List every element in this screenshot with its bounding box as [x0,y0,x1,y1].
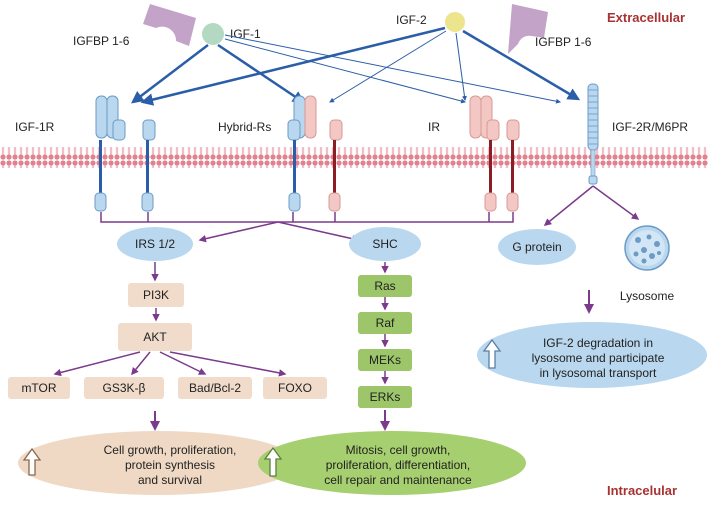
akt-node [118,323,192,351]
arrow-akt-to-foxo [169,351,287,377]
pi3k-node [128,283,184,307]
igf1r-receptor [94,95,156,212]
left-outcome-line-2: protein synthesis [125,458,215,472]
ir-receptor [469,95,520,212]
extracellular-label: Extracellular [607,10,685,25]
akt-label: AKT [143,330,167,344]
lysosome-icon [624,225,670,271]
arrow-bracket-to-irs [198,221,279,243]
left-outcome-up-arrow-icon [22,447,42,476]
intracellular-label: Intracelular [607,483,677,498]
igf2r-receptor [587,83,599,185]
meks-node [358,349,412,371]
igfbp-right-shape [508,4,548,54]
mtor-label: mTOR [21,381,56,395]
raf-label: Raf [376,316,395,330]
arrow-igf1-to-igf2r [224,34,561,104]
lysosome-label: Lysosome [620,289,675,303]
gs3k-label: GS3K-β [103,381,146,395]
igfbp-right-label: IGFBP 1-6 [535,35,592,49]
arrow-bracket-to-shc [277,221,360,243]
ras-node [358,275,412,297]
middle-outcome-up-arrow-icon [263,446,283,477]
hybrid-label: Hybrid-Rs [218,120,271,134]
gprotein-label: G protein [512,240,561,254]
mtor-node [8,377,70,399]
arrow-igf2-to-ir [455,32,467,101]
left-outcome-node [18,431,298,495]
arrow-igf2-to-igf2r [462,29,581,101]
middle-outcome-line-2: proliferation, differentiation, [326,458,471,472]
middle-outcome-line-3: cell repair and maintenance [324,473,472,487]
right-outcome-line-2: lysosome and participate [532,351,665,365]
right-outcome-line-1: IGF-2 degradation in [543,336,653,350]
erks-node [358,386,412,408]
right-outcome-node [477,322,707,388]
arrow-igf1-to-ir [224,38,466,104]
middle-outcome-node [258,431,526,495]
left-outcome-line-3: and survival [138,473,202,487]
erks-label: ERKs [370,390,401,404]
right-outcome-line-3: in lysosomal transport [540,366,657,380]
irs-node [117,227,193,261]
arrow-akt-to-bad [159,351,207,375]
shc-label: SHC [372,237,398,251]
igf2-ligand [445,12,465,32]
igf1-ligand [202,23,224,45]
left-outcome-line-1: Cell growth, proliferation, [104,443,237,457]
bad-node [178,377,252,399]
shc-node [349,227,421,261]
gs3k-node [84,377,164,399]
bad-label: Bad/Bcl-2 [189,381,241,395]
arrow-igf1-to-igf1r [131,44,209,104]
foxo-label: FOXO [278,381,312,395]
igf2r-label: IGF-2R/M6PR [612,120,688,134]
foxo-node [263,377,327,399]
arrow-igf2r-to-lysosome [592,185,640,220]
arrow-igf2r-to-gprotein [543,185,594,226]
hybrid-receptor [287,95,343,212]
meks-label: MEKs [369,353,401,367]
irs-label: IRS 1/2 [135,237,175,251]
raf-node [358,312,412,334]
arrow-akt-to-gs3k [131,351,151,376]
arrow-akt-to-mtor [53,351,141,377]
arrow-igf2-to-hybrid [329,30,447,103]
igfbp-left-shape [143,4,196,46]
igf2-label: IGF-2 [396,13,427,27]
pi3k-label: PI3K [143,288,169,302]
receptor-bracket [100,212,514,223]
cell-membrane [0,147,708,168]
gprotein-node [498,229,576,265]
igf1r-label: IGF-1R [15,120,55,134]
arrow-igf2-to-igf1r [140,26,446,106]
right-outcome-up-arrow-icon [482,338,502,369]
middle-outcome-line-1: Mitosis, cell growth, [346,443,451,457]
ras-label: Ras [374,279,395,293]
ir-label: IR [428,120,440,134]
igfbp-left-label: IGFBP 1-6 [73,34,130,48]
